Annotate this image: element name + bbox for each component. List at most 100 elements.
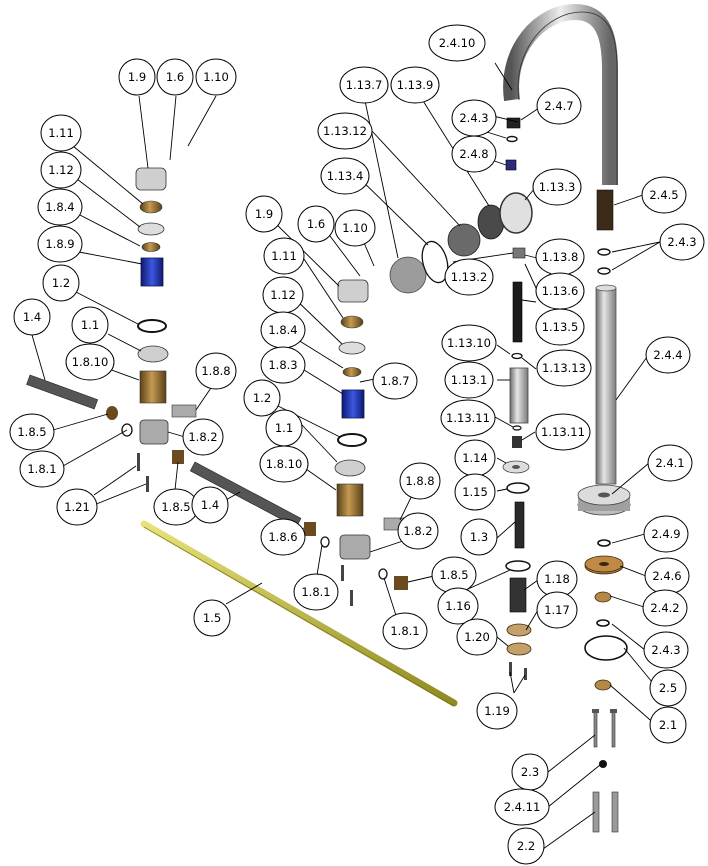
face-1-13-7	[447, 223, 481, 257]
screws-1-21	[137, 453, 140, 471]
callout-1-11-b: 1.11	[263, 237, 305, 275]
handle-1-13-1	[509, 367, 529, 424]
flange-1-12-a	[137, 222, 165, 236]
svg-text:2.4.2: 2.4.2	[650, 601, 679, 615]
svg-text:1.13.2: 1.13.2	[451, 270, 488, 284]
callout-1-13-13: 1.13.13	[536, 349, 592, 387]
callout-2-4-1: 2.4.1	[647, 444, 693, 482]
callout-2-4-9: 2.4.9	[643, 515, 689, 553]
svg-text:1.13.11: 1.13.11	[446, 411, 490, 425]
svg-text:1.14: 1.14	[462, 451, 488, 465]
cartridge-1-8-3	[341, 389, 365, 419]
svg-text:1.8.3: 1.8.3	[268, 358, 297, 372]
callout-2-4-11: 2.4.11	[494, 788, 550, 826]
svg-text:1.6: 1.6	[166, 70, 184, 84]
svg-text:1.20: 1.20	[464, 630, 490, 644]
svg-text:1.13.13: 1.13.13	[542, 361, 586, 375]
callout-1-13-4: 1.13.4	[320, 157, 370, 195]
ring-1-11-b	[340, 315, 364, 329]
callout-1-8-5-b: 1.8.5	[153, 488, 199, 526]
callout-2-1: 2.1	[649, 706, 687, 744]
callout-2-4-5: 2.4.5	[641, 176, 687, 214]
callout-1-8-7: 1.8.7	[372, 362, 418, 400]
callout-2-4-2: 2.4.2	[642, 589, 688, 627]
washer-1-1-b	[334, 459, 366, 477]
hose-1-4-b	[189, 461, 302, 528]
callout-1-8-10-a: 1.8.10	[65, 343, 115, 381]
callout-1-9-b: 1.9	[245, 195, 283, 233]
callout-1-10-b: 1.10	[334, 209, 376, 247]
callout-1-1-a: 1.1	[71, 306, 109, 344]
callout-1-13-11-a: 1.13.11	[440, 399, 496, 437]
callout-1-13-6: 1.13.6	[535, 272, 585, 310]
svg-text:1.13.9: 1.13.9	[397, 78, 434, 92]
svg-text:1.13.12: 1.13.12	[323, 124, 367, 138]
cartridge-1-8-9	[140, 257, 164, 287]
svg-text:1.5: 1.5	[203, 611, 221, 625]
callout-1-13-1: 1.13.1	[444, 361, 494, 399]
callout-2-2: 2.2	[507, 827, 545, 865]
callout-1-2-a: 1.2	[42, 264, 80, 302]
svg-text:1.8.5: 1.8.5	[17, 425, 46, 439]
svg-text:1.13.7: 1.13.7	[346, 78, 383, 92]
svg-text:1.8.10: 1.8.10	[266, 457, 303, 471]
svg-text:2.5: 2.5	[659, 681, 677, 695]
callout-1-8-1-b: 1.8.1	[293, 573, 339, 611]
svg-text:1.10: 1.10	[203, 70, 229, 84]
svg-text:1.13.8: 1.13.8	[542, 250, 579, 264]
svg-text:1.8.6: 1.8.6	[268, 530, 297, 544]
svg-text:1.18: 1.18	[544, 572, 570, 586]
svg-text:2.4.10: 2.4.10	[439, 36, 476, 50]
grid-1-13-4	[389, 256, 427, 294]
svg-text:1.8.2: 1.8.2	[403, 524, 432, 538]
callout-1-13-2: 1.13.2	[444, 258, 494, 296]
callout-1-18: 1.18	[536, 560, 578, 598]
svg-text:2.4.8: 2.4.8	[459, 147, 488, 161]
svg-text:1.12: 1.12	[48, 163, 74, 177]
svg-text:1.8.7: 1.8.7	[380, 374, 409, 388]
anchors-2-2	[592, 791, 619, 833]
cap-2-4-11	[599, 760, 607, 768]
svg-text:2.4.7: 2.4.7	[544, 99, 573, 113]
svg-text:2.2: 2.2	[517, 839, 535, 853]
rod-1-5	[140, 520, 458, 707]
svg-text:1.8.1: 1.8.1	[27, 462, 56, 476]
callout-2-4-3-b: 2.4.3	[659, 223, 705, 261]
svg-text:1.8.8: 1.8.8	[405, 474, 434, 488]
callout-1-15: 1.15	[454, 473, 496, 511]
washer-1-17	[506, 623, 532, 637]
callout-1-6-b: 1.6	[297, 205, 335, 243]
svg-text:1.8.5: 1.8.5	[161, 500, 190, 514]
ring-1-11-a	[139, 200, 163, 214]
svg-text:1.10: 1.10	[342, 221, 368, 235]
svg-text:1.9: 1.9	[128, 70, 146, 84]
callout-2-4-8: 2.4.8	[451, 135, 497, 173]
callout-1-6-a: 1.6	[156, 58, 194, 96]
svg-text:1.3: 1.3	[470, 530, 488, 544]
nut-2-4-5	[596, 189, 614, 231]
callout-1-8-4-b: 1.8.4	[260, 311, 306, 349]
svg-text:1.12: 1.12	[270, 288, 296, 302]
callout-2-3: 2.3	[511, 753, 549, 791]
body-1-8-2-a	[139, 419, 169, 445]
callout-1-20: 1.20	[456, 618, 498, 656]
callout-1-11-a: 1.11	[40, 114, 82, 152]
svg-text:1.8.10: 1.8.10	[72, 355, 109, 369]
callout-1-13-11-b: 1.13.11	[535, 413, 591, 451]
callout-1-8-5-a: 1.8.5	[9, 413, 55, 451]
sleeve-1-8-10-a	[139, 370, 167, 404]
callout-2-4-10: 2.4.10	[428, 24, 486, 62]
callout-1-3: 1.3	[460, 518, 498, 556]
callout-1-4-a: 1.4	[13, 298, 51, 336]
callout-1-13-8: 1.13.8	[535, 238, 585, 276]
svg-text:2.4.3: 2.4.3	[651, 643, 680, 657]
svg-text:1.4: 1.4	[23, 310, 41, 324]
svg-text:1.4: 1.4	[201, 498, 219, 512]
callout-1-13-12: 1.13.12	[317, 112, 373, 150]
callout-1-1-b: 1.1	[265, 409, 303, 447]
washer-1-1-a	[137, 345, 169, 363]
callout-2-4-6: 2.4.6	[644, 557, 690, 595]
sleeve-1-8-10-b	[336, 483, 364, 517]
callout-1-13-3: 1.13.3	[532, 168, 582, 206]
